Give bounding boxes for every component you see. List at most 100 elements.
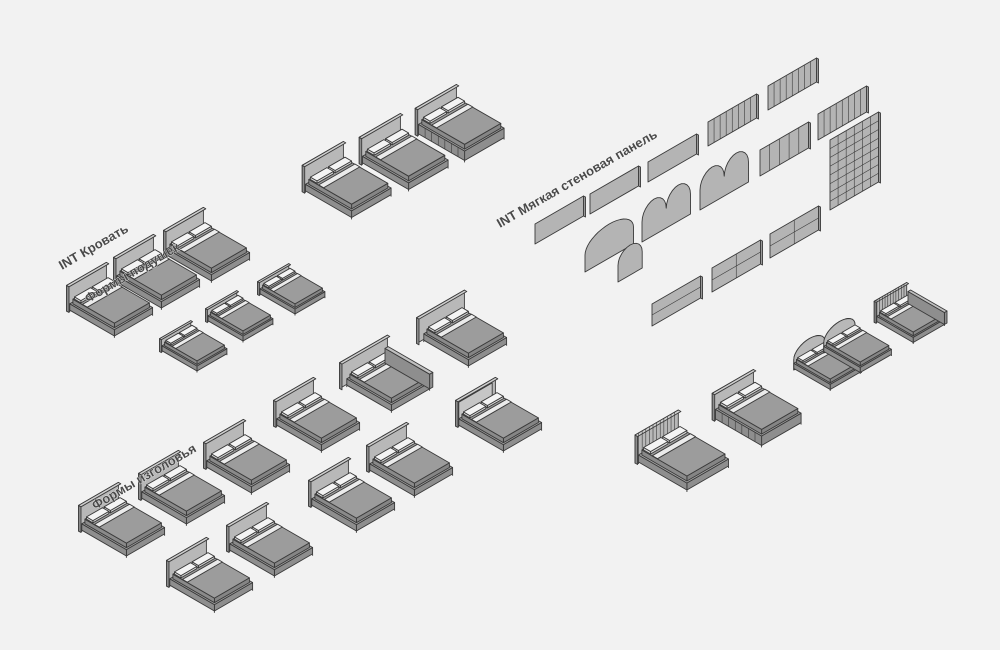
pillow-top [422, 107, 447, 122]
sheet-fold [94, 503, 135, 528]
pillow-top [263, 275, 282, 287]
wall-panel-horizontal-split[interactable] [651, 275, 703, 327]
bed-rounded-headboard[interactable] [308, 456, 396, 533]
side-wing-top [907, 289, 948, 313]
pillow-top [211, 444, 235, 459]
wall-panel-rounded-top-channel[interactable] [759, 121, 811, 177]
headboard-top [273, 376, 317, 403]
pillow-top [103, 497, 127, 511]
bed-rounded-headboard[interactable] [138, 449, 226, 526]
sheet-fold [431, 103, 474, 129]
bed-short-headboard[interactable] [205, 290, 274, 343]
headboard-top [138, 449, 182, 476]
wall-panel-plain[interactable] [589, 165, 641, 215]
wall-panel-grid-split[interactable] [769, 205, 821, 259]
wall-panel-grid-split[interactable] [711, 239, 763, 293]
pillow-top [351, 362, 375, 377]
headboard-edge [203, 441, 207, 470]
pillow-top [880, 302, 900, 315]
bed-wide-headboard[interactable] [416, 289, 508, 368]
bed-rect-headboard[interactable] [113, 233, 201, 310]
pillow-top [91, 277, 115, 291]
headboard-edge [308, 479, 312, 508]
headboard-edge [634, 434, 639, 465]
headboard-top [205, 290, 240, 311]
headboard-edge [66, 284, 70, 313]
pillow-top [328, 156, 353, 171]
bed-vertical-channel-headboard[interactable] [634, 409, 729, 492]
wall-panel-vertical-channel[interactable] [767, 57, 819, 111]
wall-panel-arches[interactable] [641, 183, 691, 243]
headboard-top [203, 418, 247, 445]
headboard-top [366, 421, 410, 448]
side-wing-top [384, 346, 434, 375]
headboard-edge [358, 136, 363, 166]
wall-panel-plain[interactable] [647, 133, 699, 183]
sheet-fold [179, 228, 220, 253]
wall-panel-square-grid[interactable] [829, 111, 881, 211]
panel-face [589, 165, 639, 215]
pillow-top [281, 402, 305, 417]
bed-rect-headboard[interactable] [226, 501, 314, 578]
headboard-edge [226, 524, 230, 553]
bed-rect-headboard[interactable] [163, 206, 251, 283]
bed-rounded-headboard[interactable] [166, 536, 254, 613]
pillow-top [309, 167, 334, 182]
pillow-top [146, 475, 170, 490]
sheet-fold [728, 388, 771, 414]
wall-panel-plain[interactable] [534, 195, 586, 245]
wall-panel-half-arch[interactable] [617, 242, 643, 283]
headboard-edge [301, 164, 306, 194]
bed-tufted-frame-bed[interactable] [414, 84, 505, 163]
bed-tufted-frame-bed[interactable] [711, 369, 802, 448]
headboard-top [166, 536, 210, 563]
panel-face [759, 121, 809, 177]
bed-rect-headboard[interactable] [78, 481, 166, 558]
bed-arched-headboard[interactable] [823, 318, 892, 375]
pillow-top [138, 249, 162, 263]
bed-rect-headboard[interactable] [66, 261, 154, 338]
headboard-edge [339, 362, 343, 391]
bed-short-headboard[interactable] [257, 263, 326, 316]
panel-face [617, 242, 643, 283]
pillow-top [316, 482, 340, 497]
pillow-top [428, 317, 452, 332]
split-line [651, 286, 701, 316]
pillow-top [174, 562, 198, 577]
sheet-fold [375, 135, 418, 161]
bed-rect-headboard[interactable] [366, 421, 454, 498]
panel-face [534, 195, 584, 245]
pillow-top [234, 527, 258, 542]
bed-rounded-headboard[interactable] [273, 376, 361, 453]
pillow-top [86, 507, 110, 522]
bed-winged-headboard[interactable] [339, 334, 434, 413]
pillow-top [251, 517, 275, 531]
bed-framed-headboard[interactable] [455, 376, 543, 453]
headboard-top [78, 481, 122, 508]
headboard-edge [711, 392, 716, 422]
wall-panel-arches[interactable] [699, 151, 749, 211]
bed-channel-sofa-bed[interactable] [873, 282, 948, 345]
bed-rect-headboard[interactable] [358, 113, 449, 192]
beds-layer [66, 84, 948, 613]
pillow-top [391, 437, 415, 451]
panel-face [641, 183, 691, 243]
bed-rect-headboard[interactable] [301, 141, 392, 220]
pillow-top [719, 392, 744, 407]
wall-panel-vertical-channel[interactable] [707, 93, 759, 147]
pillow-top [374, 447, 398, 462]
sheet-fold [171, 330, 204, 349]
bed-rect-headboard[interactable] [203, 418, 291, 495]
headboard-top [301, 141, 347, 168]
headboard-top [414, 84, 460, 111]
wall-panel-vertical-channel[interactable] [817, 85, 869, 141]
headboard-top [455, 376, 499, 403]
sheet-fold [82, 283, 123, 308]
bed-short-headboard[interactable] [159, 320, 228, 373]
pillow-top [445, 307, 469, 321]
pillow-top [643, 437, 669, 452]
headboard-edge [78, 504, 82, 533]
wall-panel-rounded-shape[interactable] [584, 218, 634, 273]
headboard-edge [273, 399, 277, 428]
